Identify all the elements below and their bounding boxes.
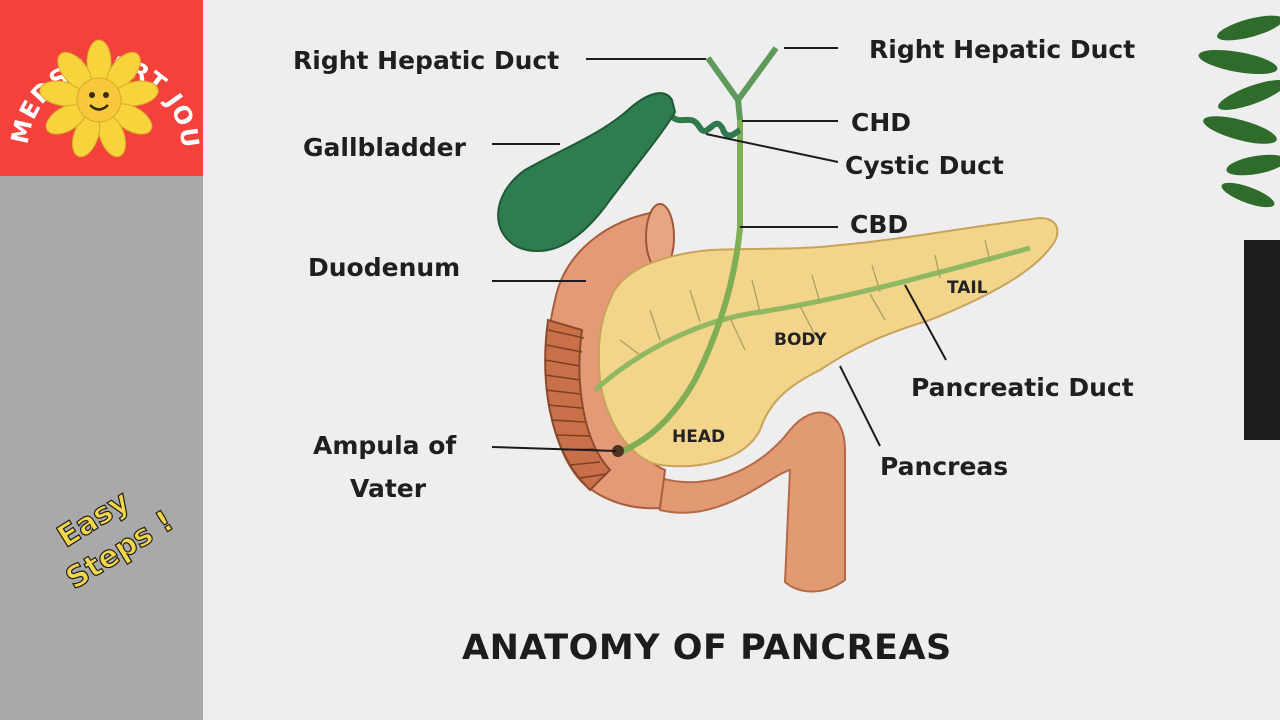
leader-lines bbox=[491, 47, 947, 452]
cystic-duct bbox=[665, 110, 742, 139]
plant-leaves bbox=[1198, 15, 1280, 208]
logo-graphic: MEDSCI ART JOURNEY bbox=[0, 0, 203, 158]
common-bile-duct bbox=[618, 118, 743, 455]
label-ampula-line2: Vater bbox=[350, 474, 427, 503]
label-right-hepatic-duct-left: Right Hepatic Duct bbox=[293, 46, 560, 75]
gallbladder bbox=[497, 92, 677, 253]
left-side-panel bbox=[0, 176, 203, 720]
brand-logo: MEDSCI ART JOURNEY bbox=[0, 0, 203, 176]
easy-steps-badge: Easy Steps ! bbox=[51, 483, 181, 597]
pen-object bbox=[1244, 240, 1280, 440]
label-chd: CHD bbox=[851, 108, 912, 137]
ampulla-of-vater bbox=[612, 445, 624, 457]
hepatic-ducts bbox=[705, 46, 779, 121]
label-pancreatic-duct: Pancreatic Duct bbox=[911, 373, 1134, 402]
label-ampula-line1: Ampula of bbox=[313, 431, 457, 460]
duodenum-lower-limb bbox=[637, 411, 846, 593]
duodenum-fold-lines bbox=[544, 329, 607, 479]
label-tail: TAIL bbox=[947, 278, 988, 298]
label-gallbladder: Gallbladder bbox=[303, 133, 466, 162]
label-body: BODY bbox=[774, 330, 827, 350]
label-duodenum: Duodenum bbox=[308, 253, 461, 282]
label-head: HEAD bbox=[672, 427, 726, 447]
label-right-hepatic-duct-right: Right Hepatic Duct bbox=[869, 35, 1136, 64]
label-cbd: CBD bbox=[850, 210, 909, 239]
pancreatic-duct bbox=[593, 245, 1031, 392]
flower-icon bbox=[39, 39, 159, 158]
label-pancreas: Pancreas bbox=[880, 452, 1009, 481]
pancreatic-duct-branches bbox=[619, 239, 991, 356]
pancreas-gland bbox=[597, 216, 1059, 468]
label-cystic-duct: Cystic Duct bbox=[845, 151, 1004, 180]
diagram-title: ANATOMY OF PANCREAS bbox=[462, 628, 952, 668]
